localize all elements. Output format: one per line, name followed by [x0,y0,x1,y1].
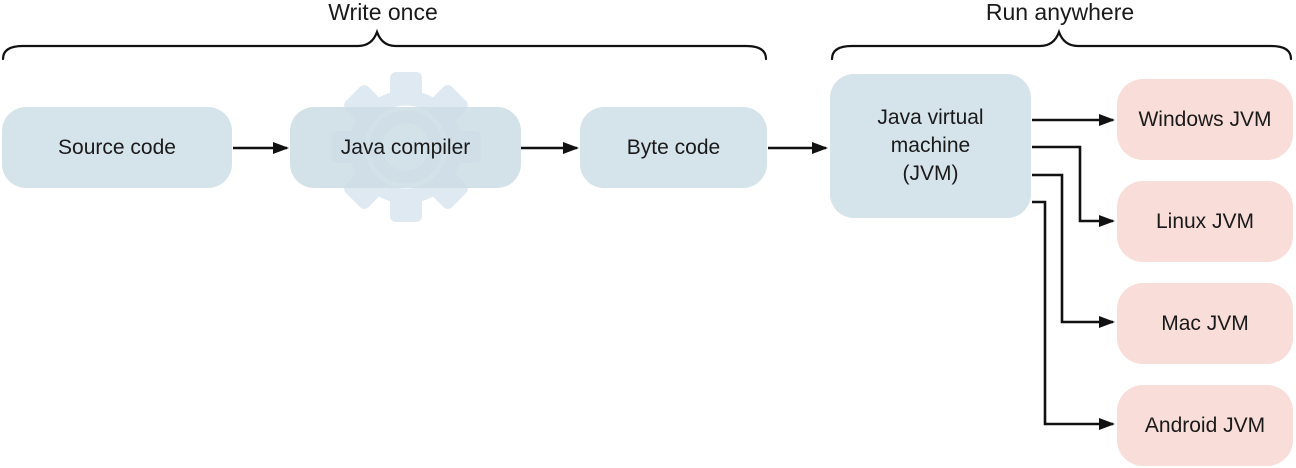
node-java-compiler-label: Java compiler [340,135,471,159]
arrow-jvm-to-mac [1032,173,1115,328]
node-windows-jvm: Windows JVM [1117,79,1293,160]
node-byte-code-label: Byte code [626,135,721,159]
node-android-jvm-label: Android JVM [1144,413,1266,437]
node-linux-jvm: Linux JVM [1117,181,1293,262]
node-mac-jvm-label: Mac JVM [1161,311,1249,335]
node-linux-jvm-label: Linux JVM [1155,209,1255,233]
label-run-anywhere: Run anywhere [985,0,1135,25]
brace-write-once [1,28,768,61]
node-windows-jvm-label: Windows JVM [1138,107,1272,131]
node-mac-jvm: Mac JVM [1117,283,1293,364]
arrow-jvm-to-linux [1032,145,1115,227]
node-source-code-label: Source code [58,135,176,159]
arrow-jvm-to-android [1032,200,1115,430]
node-jvm: Java virtual machine (JVM) [830,74,1031,218]
node-android-jvm: Android JVM [1117,385,1293,466]
node-jvm-label: Java virtual machine (JVM) [877,106,984,185]
node-java-compiler: Java compiler [290,107,521,188]
node-source-code: Source code [2,107,232,188]
label-write-once: Write once [328,0,438,25]
node-byte-code: Byte code [580,107,767,188]
brace-run-anywhere [830,28,1293,61]
